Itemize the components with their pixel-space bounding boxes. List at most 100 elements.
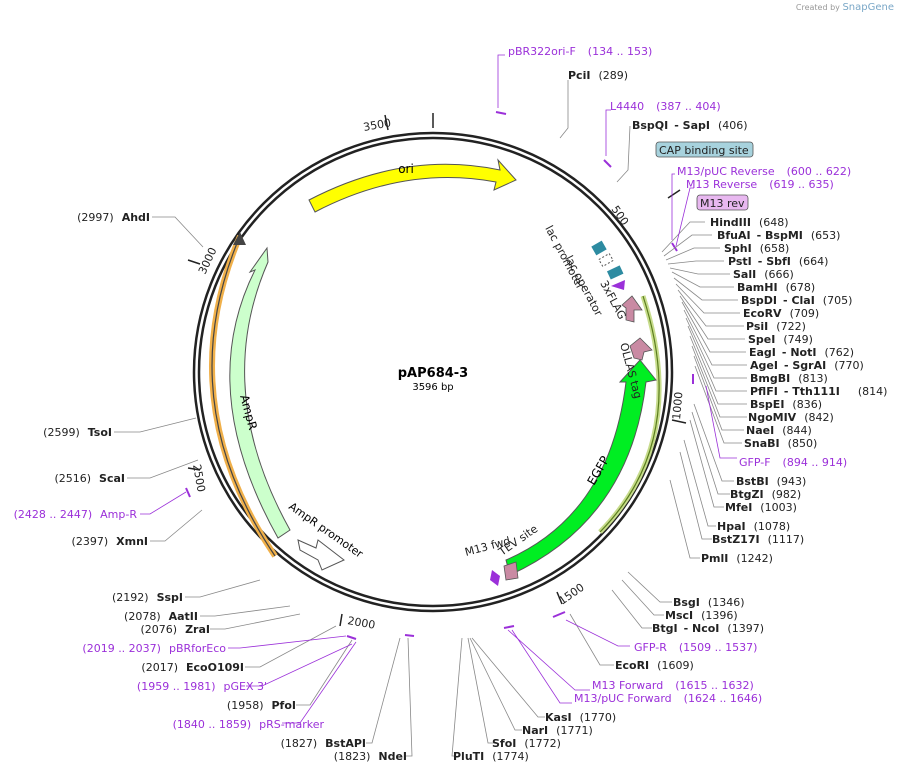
svg-text:(2019 .. 2037)pBRforEco: (2019 .. 2037) pBRforEco [82,642,226,655]
svg-text:BamHI(678): BamHI(678) [737,281,815,294]
site-pos: (709) [790,307,820,320]
site-pos: (1958) [227,699,264,712]
site-name-2: ClaI [791,294,814,307]
svg-text:M13 Forward(1615 .. 1632): M13 Forward(1615 .. 1632) [592,679,754,692]
site-name: PmlI [701,552,728,565]
site-name: MscI [665,609,693,622]
ampr-line [211,235,276,557]
site-name: BspDI [741,294,777,307]
primer-range: (1840 .. 1859) [173,718,252,731]
svg-text:(2599)TsoI: (2599)TsoI [43,426,112,439]
svg-text:MscI(1396): MscI(1396) [665,609,738,622]
svg-text:pBR322ori-F(134 .. 153): pBR322ori-F(134 .. 153) [508,45,652,58]
primer-range: (1615 .. 1632) [675,679,754,692]
site-pos: (1003) [760,501,797,514]
site-pos: (666) [764,268,794,281]
primer-range: (1509 .. 1537) [679,641,758,654]
site-name: BfuAI [717,229,751,242]
site-name: PciI [568,69,590,82]
flag-feature [621,295,643,323]
svg-text:PsiI(722): PsiI(722) [746,320,806,333]
site-name: ZraI [185,623,210,636]
ampr-promoter-feature [297,539,345,571]
primer-range: (387 .. 404) [656,100,721,113]
tick-label-2500: 2500 [190,463,208,493]
site-name-2: SgrAI [792,359,826,372]
tick-label-2000: 2000 [346,614,376,632]
svg-text:PstI- SbfI(664): PstI- SbfI(664) [728,255,828,268]
svg-text:HpaI(1078): HpaI(1078) [717,520,790,533]
svg-text:SfoI(1772): SfoI(1772) [492,737,561,750]
svg-text:NgoMIV(842): NgoMIV(842) [748,411,834,424]
primer-range: (2428 .. 2447) [14,508,93,521]
site-pos: (749) [783,333,813,346]
svg-text:(1840 .. 1859)pRS-marker: (1840 .. 1859) pRS-marker [173,718,325,731]
site-name: SphI [724,242,752,255]
site-name: BstZ17I [712,533,760,546]
ampr-line-arrowhead [233,232,246,245]
leader-lines-right [451,80,747,757]
site-name: BtgZI [730,488,764,501]
svg-text:BspEI(836): BspEI(836) [750,398,822,411]
primer-name: M13 Reverse [686,178,757,191]
site-pos: (844) [782,424,812,437]
svg-text:PflFI- Tth111I(814): PflFI- Tth111I(814) [750,385,887,398]
site-pos: (1772) [524,737,561,750]
site-name: EagI [749,346,776,359]
site-pos: (1609) [657,659,694,672]
site-name: BmgBI [750,372,790,385]
svg-text:BtgI- NcoI(1397): BtgI- NcoI(1397) [652,622,764,635]
svg-text:SalI(666): SalI(666) [733,268,794,281]
egfp-line [599,295,660,533]
cap-binding-box [655,141,754,158]
primer-marks [185,111,694,640]
site-name: BspEI [750,398,784,411]
svg-text:(2078)AatII: (2078)AatII [124,610,198,623]
cap-binding-label: CAP binding site [659,144,749,157]
credit-brand: SnapGene [842,2,894,13]
primer-name: pBR322ori-F [508,45,576,58]
tev-feature [503,561,519,581]
svg-text:(1823)NdeI: (1823)NdeI [334,750,407,763]
sites-left: (2997)AhdI (2599)TsoI (2516)ScaI (2397)X… [43,211,407,763]
site-pos: (943) [777,475,807,488]
m13rev-box [696,194,749,211]
site-name: ScaI [99,472,125,485]
svg-text:SpeI(749): SpeI(749) [748,333,813,346]
primer-range: (2019 .. 2037) [82,642,161,655]
site-name: AgeI [750,359,778,372]
credit-prefix: Created by [795,3,840,12]
primer-name: pGEX 3' [223,680,267,693]
svg-text:(2997)AhdI: (2997)AhdI [77,211,150,224]
site-pos: (842) [804,411,834,424]
site-pos: (289) [598,69,628,82]
site-name: KasI [545,711,572,724]
svg-text:BsgI(1346): BsgI(1346) [673,596,744,609]
site-name: SnaBI [744,437,780,450]
site-name: XmnI [116,535,148,548]
svg-text:EcoRI(1609): EcoRI(1609) [615,659,694,672]
svg-text:SnaBI(850): SnaBI(850) [744,437,817,450]
site-pos: (814) [858,385,888,398]
site-name: NdeI [378,750,407,763]
tick-label-3500: 3500 [362,116,392,134]
primer-name: pBRforEco [169,642,226,655]
site-pos: (2599) [43,426,80,439]
primer-name: pRS-marker [259,718,324,731]
svg-text:BspQI- SapI(406): BspQI- SapI(406) [632,119,748,132]
svg-text:PmlI(1242): PmlI(1242) [701,552,773,565]
tick-label-1000: 1000 [670,391,685,420]
site-pos: (1078) [754,520,791,533]
backbone-inner [197,136,669,608]
svg-text:(2017)EcoO109I: (2017)EcoO109I [141,661,244,674]
svg-text:BmgBI(813): BmgBI(813) [750,372,828,385]
svg-text:(1958)PfoI: (1958)PfoI [227,699,296,712]
primer-range: (1624 .. 1646) [684,692,763,705]
svg-text:AgeI- SgrAI(770): AgeI- SgrAI(770) [750,359,864,372]
primer-name: GFP-F [739,456,771,469]
site-pos: (1346) [708,596,745,609]
site-pos: (982) [772,488,802,501]
svg-text:EagI- NotI(762): EagI- NotI(762) [749,346,854,359]
svg-text:(2397)XmnI: (2397)XmnI [72,535,148,548]
primer-range: (600 .. 622) [787,165,852,178]
